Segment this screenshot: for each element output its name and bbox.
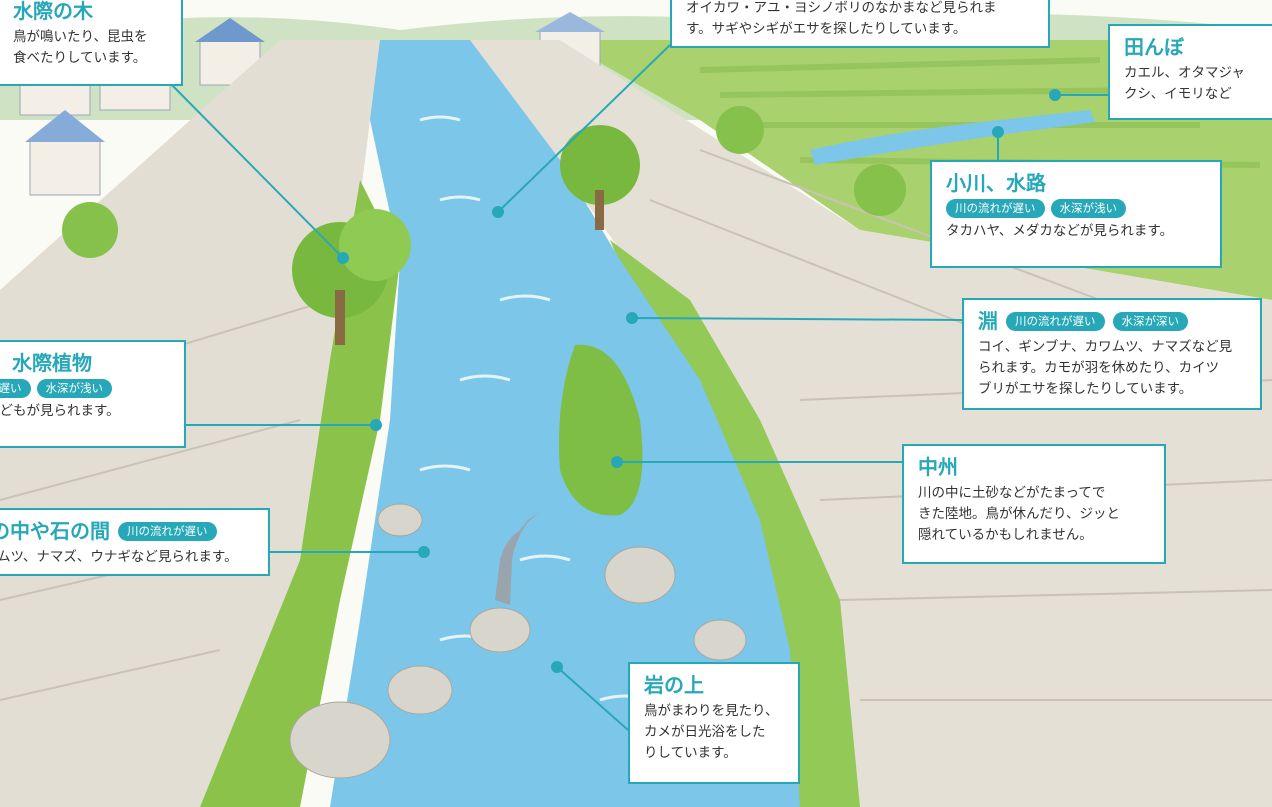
callout-mizugiwa-shokubutsu: 水際植物 川の流れが遅い 水深が浅い メダカ・子どもが見られます。 bbox=[0, 340, 186, 448]
callout-fuchi: 淵 川の流れが遅い 水深が深い コイ、ギンブナ、カワムツ、ナマズなど見 られます… bbox=[962, 298, 1262, 410]
leader-dots bbox=[337, 89, 1061, 673]
tag-row: 川の流れが遅い 水深が浅い bbox=[0, 379, 112, 398]
tag-slow-flow: 川の流れが遅い bbox=[946, 199, 1045, 218]
left-grass-bank bbox=[200, 180, 400, 807]
tag-shallow: 水深が浅い bbox=[36, 379, 112, 398]
callout-title: 水際の木 bbox=[13, 0, 93, 23]
callout-description: メダカ・子どもが見られます。 bbox=[0, 403, 120, 419]
tag-slow-flow: 川の流れが遅い bbox=[1006, 311, 1105, 331]
heron bbox=[495, 512, 540, 605]
callout-description: カワムツ、ナマズ、ウナギなど見られます。 bbox=[0, 549, 238, 565]
callout-title: 水際植物 bbox=[12, 351, 92, 375]
callout-description: 鳥が鳴いたり、昆虫を 食べたりしています。 bbox=[13, 29, 148, 66]
tag-deep: 水深が深い bbox=[1112, 311, 1188, 331]
callout-title: 小川、水路 bbox=[946, 171, 1046, 195]
tag-slow-flow: 川の流れが遅い bbox=[0, 379, 31, 398]
rice-field-rows bbox=[699, 57, 1261, 168]
callout-iwa-no-ue: 岩の上 鳥がまわりを見たり、 カメが日光浴をした りしています。 bbox=[628, 662, 800, 784]
callout-title: 淵 bbox=[978, 309, 998, 333]
callout-ogawa: 小川、水路 川の流れが遅い 水深が浅い タカハヤ、メダカなどが見られます。 bbox=[930, 160, 1222, 268]
callout-description: 鳥がまわりを見たり、 カメが日光浴をした りしています。 bbox=[644, 703, 779, 761]
callout-seze: オイカワ・アユ・ヨシノボリのなかまなど見られま す。サギやシギがエサを探したりし… bbox=[670, 0, 1050, 48]
callout-mizugiwa-no-ki: 水際の木 鳥が鳴いたり、昆虫を 食べたりしています。 bbox=[0, 0, 183, 86]
right-embankment bbox=[470, 40, 1272, 807]
callout-ishi: 石の中や石の間 川の流れが遅い カワムツ、ナマズ、ウナギなど見られます。 bbox=[0, 508, 270, 576]
callout-tanbo: 田んぼ カエル、オタマジャ クシ、イモリなど bbox=[1108, 24, 1272, 120]
sandbar bbox=[559, 344, 643, 516]
small-stream bbox=[810, 110, 1095, 165]
callout-description: コイ、ギンブナ、カワムツ、ナマズなど見 られます。カモが羽を休めたり、カイツ ブ… bbox=[978, 339, 1233, 397]
tag-shallow: 水深が浅い bbox=[1050, 199, 1126, 218]
callout-description: 川の中に土砂などがたまってで きた陸地。鳥が休んだり、ジッと 隠れているかもしれ… bbox=[918, 485, 1120, 543]
river-ripples bbox=[419, 115, 651, 702]
rocks bbox=[289, 503, 747, 779]
callout-title-row: 石の中や石の間 川の流れが遅い bbox=[0, 518, 217, 544]
callout-title: 岩の上 bbox=[644, 673, 704, 697]
leader-lines bbox=[164, 44, 1108, 731]
callout-description: タカハヤ、メダカなどが見られます。 bbox=[946, 223, 1174, 239]
trees bbox=[62, 106, 906, 345]
callout-title-row: 淵 川の流れが遅い 水深が深い bbox=[978, 308, 1248, 334]
callout-description: オイカワ・アユ・ヨシノボリのなかまなど見られま す。サギやシギがエサを探したりし… bbox=[686, 0, 997, 37]
tag-row: 川の流れが遅い 水深が浅い bbox=[946, 199, 1208, 218]
callout-nakasu: 中州 川の中に土砂などがたまってで きた陸地。鳥が休んだり、ジッと 隠れているか… bbox=[902, 444, 1166, 564]
tag-slow-flow: 川の流れが遅い bbox=[118, 521, 217, 541]
callout-title: 中州 bbox=[918, 455, 958, 479]
callout-description: カエル、オタマジャ クシ、イモリなど bbox=[1124, 65, 1245, 102]
callout-title: 田んぼ bbox=[1124, 35, 1184, 59]
callout-title: 石の中や石の間 bbox=[0, 519, 110, 543]
